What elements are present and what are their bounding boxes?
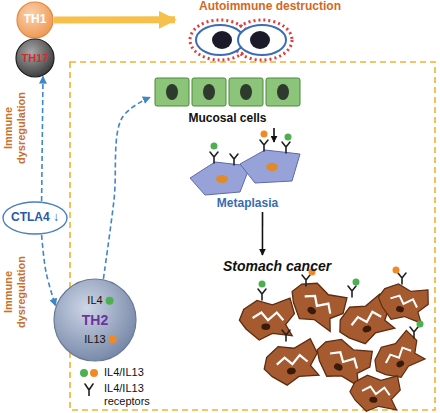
cancer-cell (260, 338, 321, 389)
text-stack: Metaplasia (185, 142, 310, 212)
receptor-symbol (282, 330, 290, 341)
cell-nucleus (240, 84, 252, 100)
node-label: IL13 (84, 333, 105, 346)
metaplastic-cell (240, 150, 300, 183)
ctla4-marker: CTLA4 ↓ (2, 201, 68, 235)
autoimmune-cells (190, 20, 292, 60)
epithelial-cell (229, 78, 263, 106)
cytokine-dot (106, 297, 114, 305)
connector-arrow (42, 76, 43, 201)
receptor-symbol (398, 273, 406, 284)
node-label: TH2 (82, 312, 108, 328)
mucosal-cells: Mucosal cells (150, 72, 305, 128)
cell-nucleus (203, 84, 215, 100)
cancer-cell (348, 372, 401, 413)
receptor-symbol (260, 140, 268, 151)
cell-nucleus (250, 31, 270, 49)
stomach-cancer: Stomach cancer (215, 255, 425, 407)
receptor-symbol (410, 327, 418, 338)
connector-arrow (54, 16, 175, 23)
damage-halo (232, 20, 292, 60)
node-label: Mucosal cells (188, 112, 266, 126)
text-stack: TH17 (15, 38, 55, 78)
connector-arrow (262, 212, 264, 255)
il4-dot (285, 134, 292, 141)
text-stack: Mucosal cells (150, 72, 305, 128)
cell-outline (54, 279, 136, 361)
mucosal-epithelium (155, 78, 300, 106)
receptor-symbol (302, 275, 310, 286)
receptor-symbol (258, 289, 266, 300)
cell-outline (17, 2, 53, 38)
connector-arrow (42, 235, 56, 306)
legend-sample (78, 366, 100, 380)
legend-text: IL4/IL13 (104, 366, 166, 379)
receptor-symbol (230, 154, 238, 165)
il13-dot (261, 131, 268, 138)
cancer-cell (374, 278, 432, 328)
text-stack: CTLA4 ↓ (2, 201, 68, 235)
il4-dot (259, 281, 266, 288)
receptor-symbol (85, 384, 93, 396)
edge-label: Immune dysregulation (2, 252, 27, 332)
connector-arrow (103, 97, 150, 279)
autoimmune-target: Autoimmune destruction (175, 0, 365, 62)
cell-nucleus (266, 163, 278, 171)
node-label: IL4 (87, 294, 102, 307)
epithelial-cell (155, 78, 189, 106)
node-label: Metaplasia (217, 197, 278, 211)
cytokine-dot (109, 335, 117, 343)
metaplasia-cells: Metaplasia (185, 142, 310, 212)
text-stack: Stomach cancer (215, 255, 425, 407)
legend: IL4/IL13IL4/IL13 receptors (78, 366, 166, 409)
connector-arrow (273, 128, 275, 142)
legend-text: IL4/IL13 receptors (104, 382, 166, 407)
text-stack: IL4TH2IL13 (53, 278, 137, 362)
th2-cell: IL4TH2IL13 (53, 278, 137, 362)
edge-label: Immune dysregulation (2, 88, 27, 168)
receptor-symbol (282, 142, 290, 153)
cell-outline (3, 202, 67, 234)
cell-nucleus (216, 175, 228, 183)
legend-entry: IL4/IL13 (78, 366, 166, 380)
cell-nucleus (212, 31, 232, 49)
receptor-symbol (210, 152, 218, 163)
node-label: Stomach cancer (223, 258, 331, 274)
th1-cell: TH1 (16, 1, 54, 39)
target-cell (196, 25, 244, 55)
il13-dot (90, 369, 98, 377)
metaplastic-cells (190, 131, 300, 196)
metaplastic-cell (190, 162, 250, 195)
th17-cell: TH17 (15, 38, 55, 78)
cell-nucleus (166, 84, 178, 100)
node-label: TH17 (22, 52, 49, 65)
text-stack: TH1 (16, 1, 54, 39)
epithelial-cell (192, 78, 226, 106)
legend-sample (78, 382, 100, 396)
legend-entry: IL4/IL13 receptors (78, 382, 166, 407)
epithelial-cell (266, 78, 300, 106)
il4-dot (353, 279, 360, 286)
cell-nucleus (277, 84, 289, 100)
receptor-symbol (348, 286, 356, 297)
node-label: TH1 (24, 13, 47, 27)
node-label: CTLA4 ↓ (11, 211, 59, 225)
il4-dot (80, 369, 88, 377)
target-cell (238, 25, 286, 55)
region-frame (70, 62, 435, 410)
cancer-cells (239, 267, 431, 413)
text-stack: Autoimmune destruction (175, 0, 365, 62)
cancer-cell (239, 298, 294, 340)
il13-dot (393, 267, 400, 274)
il4-dot (417, 321, 424, 328)
cell-outline (16, 39, 54, 77)
node-label: Autoimmune destruction (199, 0, 341, 14)
il4-dot (211, 143, 218, 150)
